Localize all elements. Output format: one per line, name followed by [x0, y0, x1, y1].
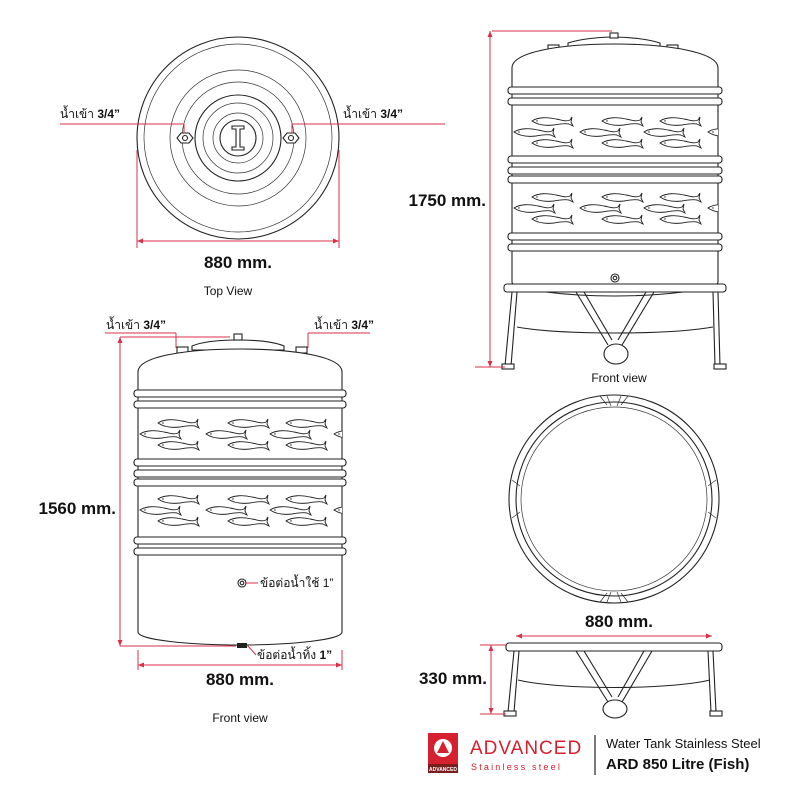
outlet-label: ข้อต่อน้ำใช้ 1” [260, 574, 333, 590]
top-view [60, 36, 445, 248]
inlet-label-thai: น้ำเข้า [343, 105, 377, 121]
stand-front-view [480, 633, 723, 719]
stand-width-label: 880 mm. [585, 612, 653, 631]
svg-text:น้ำเข้า 3/4”: น้ำเข้า 3/4” [343, 105, 403, 121]
svg-text:น้ำเข้า 3/4”: น้ำเข้า 3/4” [60, 105, 120, 121]
front-view-caption-left: Front view [212, 711, 268, 725]
drain-size: 1” [319, 648, 332, 662]
front-view-tank [105, 332, 370, 670]
stand-height-label: 330 mm. [419, 669, 487, 688]
outlet-fitting-icon [610, 273, 620, 283]
brand-tagline: Stainless steel [471, 762, 562, 772]
drain-fitting-icon [237, 643, 247, 648]
svg-text:น้ำเข้า 3/4”: น้ำเข้า 3/4” [314, 316, 374, 332]
inlet-size: 3/4” [351, 318, 374, 332]
brand-block: ADVANCED [428, 733, 596, 775]
inlet-label-thai: น้ำเข้า [60, 105, 94, 121]
front-height-1560-label: 1560 mm. [39, 499, 117, 518]
tank-outer-circle [136, 36, 340, 240]
inlet-size: 3/4” [143, 318, 166, 332]
top-width-label: 880 mm. [204, 253, 272, 272]
brand-name: ADVANCED [470, 738, 582, 759]
logo-wordmark: ADVANCED [429, 767, 457, 773]
front-height-1750-label: 1750 mm. [409, 191, 487, 210]
inlet-label-thai: น้ำเข้า [106, 316, 140, 332]
svg-text:ข้อต่อน้ำทิ้ง 1”: ข้อต่อน้ำทิ้ง 1” [257, 646, 332, 662]
front-view-caption-right: Front view [591, 371, 647, 385]
stand-ring [503, 283, 727, 293]
inlet-fitting-icon [176, 132, 194, 144]
inlet-size: 3/4” [380, 107, 403, 121]
inlet-fitting-icon [282, 132, 300, 144]
front-view-with-stand [475, 30, 727, 370]
product-model: ARD 850 Litre (Fish) [606, 756, 749, 773]
product-line: Water Tank Stainless Steel [606, 736, 761, 751]
top-view-caption: Top View [204, 284, 253, 298]
front-width-label: 880 mm. [206, 670, 274, 689]
outlet-fitting-icon [237, 578, 247, 588]
svg-text:น้ำเข้า 3/4”: น้ำเข้า 3/4” [106, 316, 166, 332]
lid-handle-icon [231, 125, 245, 151]
drain-label-thai: ข้อต่อน้ำทิ้ง [257, 646, 316, 662]
stand-ring-top-view [508, 394, 720, 604]
inlet-label-thai: น้ำเข้า [314, 316, 348, 332]
inlet-size: 3/4” [97, 107, 120, 121]
